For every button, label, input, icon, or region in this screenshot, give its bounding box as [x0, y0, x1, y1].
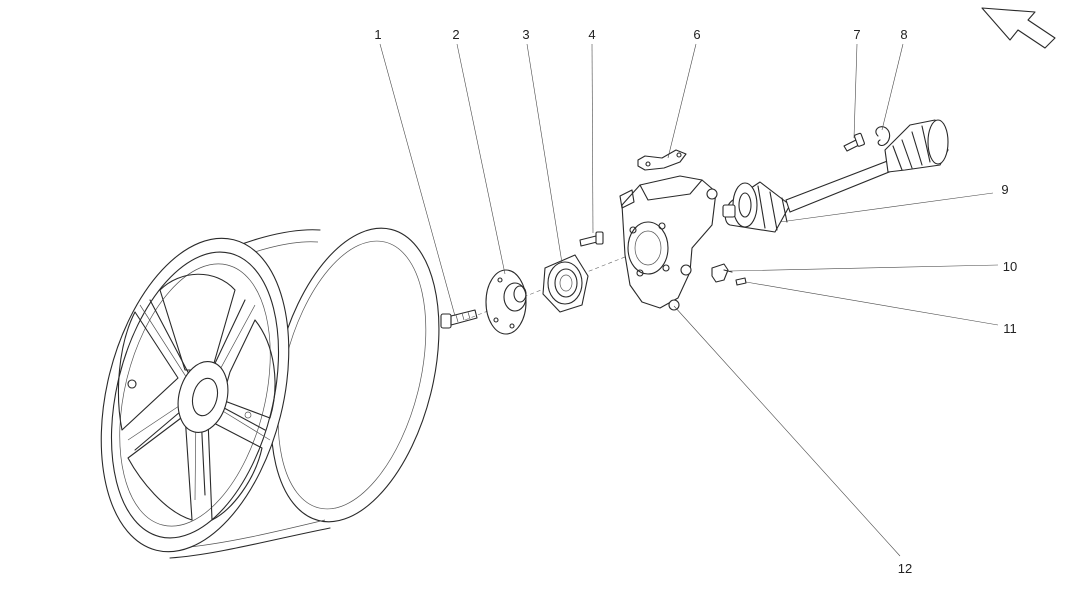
drive-shaft: [722, 119, 949, 233]
leader-10: [729, 264, 999, 272]
leader-lines: [379, 43, 999, 557]
wheel-bolt: [440, 309, 478, 329]
leader-12: [673, 305, 901, 557]
callout-12: 12: [898, 561, 912, 576]
callout-2: 2: [452, 27, 459, 42]
leader-4: [591, 43, 594, 234]
wheel-rim: [100, 227, 440, 559]
shaft-screw: [843, 132, 865, 152]
wheel-hub-flange: [485, 269, 527, 335]
arrow-up-left-icon: [981, 7, 1056, 49]
callout-7: 7: [853, 27, 860, 42]
callout-labels: 1 2 3 4 6 7 8 9 10 11 12: [374, 27, 1017, 576]
hub-screw: [579, 231, 604, 247]
callout-6: 6: [693, 27, 700, 42]
leader-9: [779, 192, 994, 223]
leader-2: [456, 43, 506, 275]
leader-3: [526, 43, 563, 264]
speed-sensor: [711, 263, 733, 283]
wheel-bearing: [542, 254, 589, 313]
leader-6: [667, 43, 697, 159]
leader-7: [853, 43, 858, 139]
callout-1: 1: [374, 27, 381, 42]
sensor-screw: [735, 277, 747, 286]
wheel-carrier: [619, 175, 718, 311]
callout-10: 10: [1003, 259, 1017, 274]
callout-9: 9: [1001, 182, 1008, 197]
leader-11: [745, 281, 999, 326]
callout-4: 4: [588, 27, 595, 42]
leader-8: [881, 43, 904, 131]
callout-3: 3: [522, 27, 529, 42]
leader-1: [379, 43, 456, 317]
mounting-bracket: [637, 149, 687, 171]
boot-clamp: [875, 126, 891, 146]
callout-8: 8: [900, 27, 907, 42]
callout-11: 11: [1003, 321, 1017, 336]
